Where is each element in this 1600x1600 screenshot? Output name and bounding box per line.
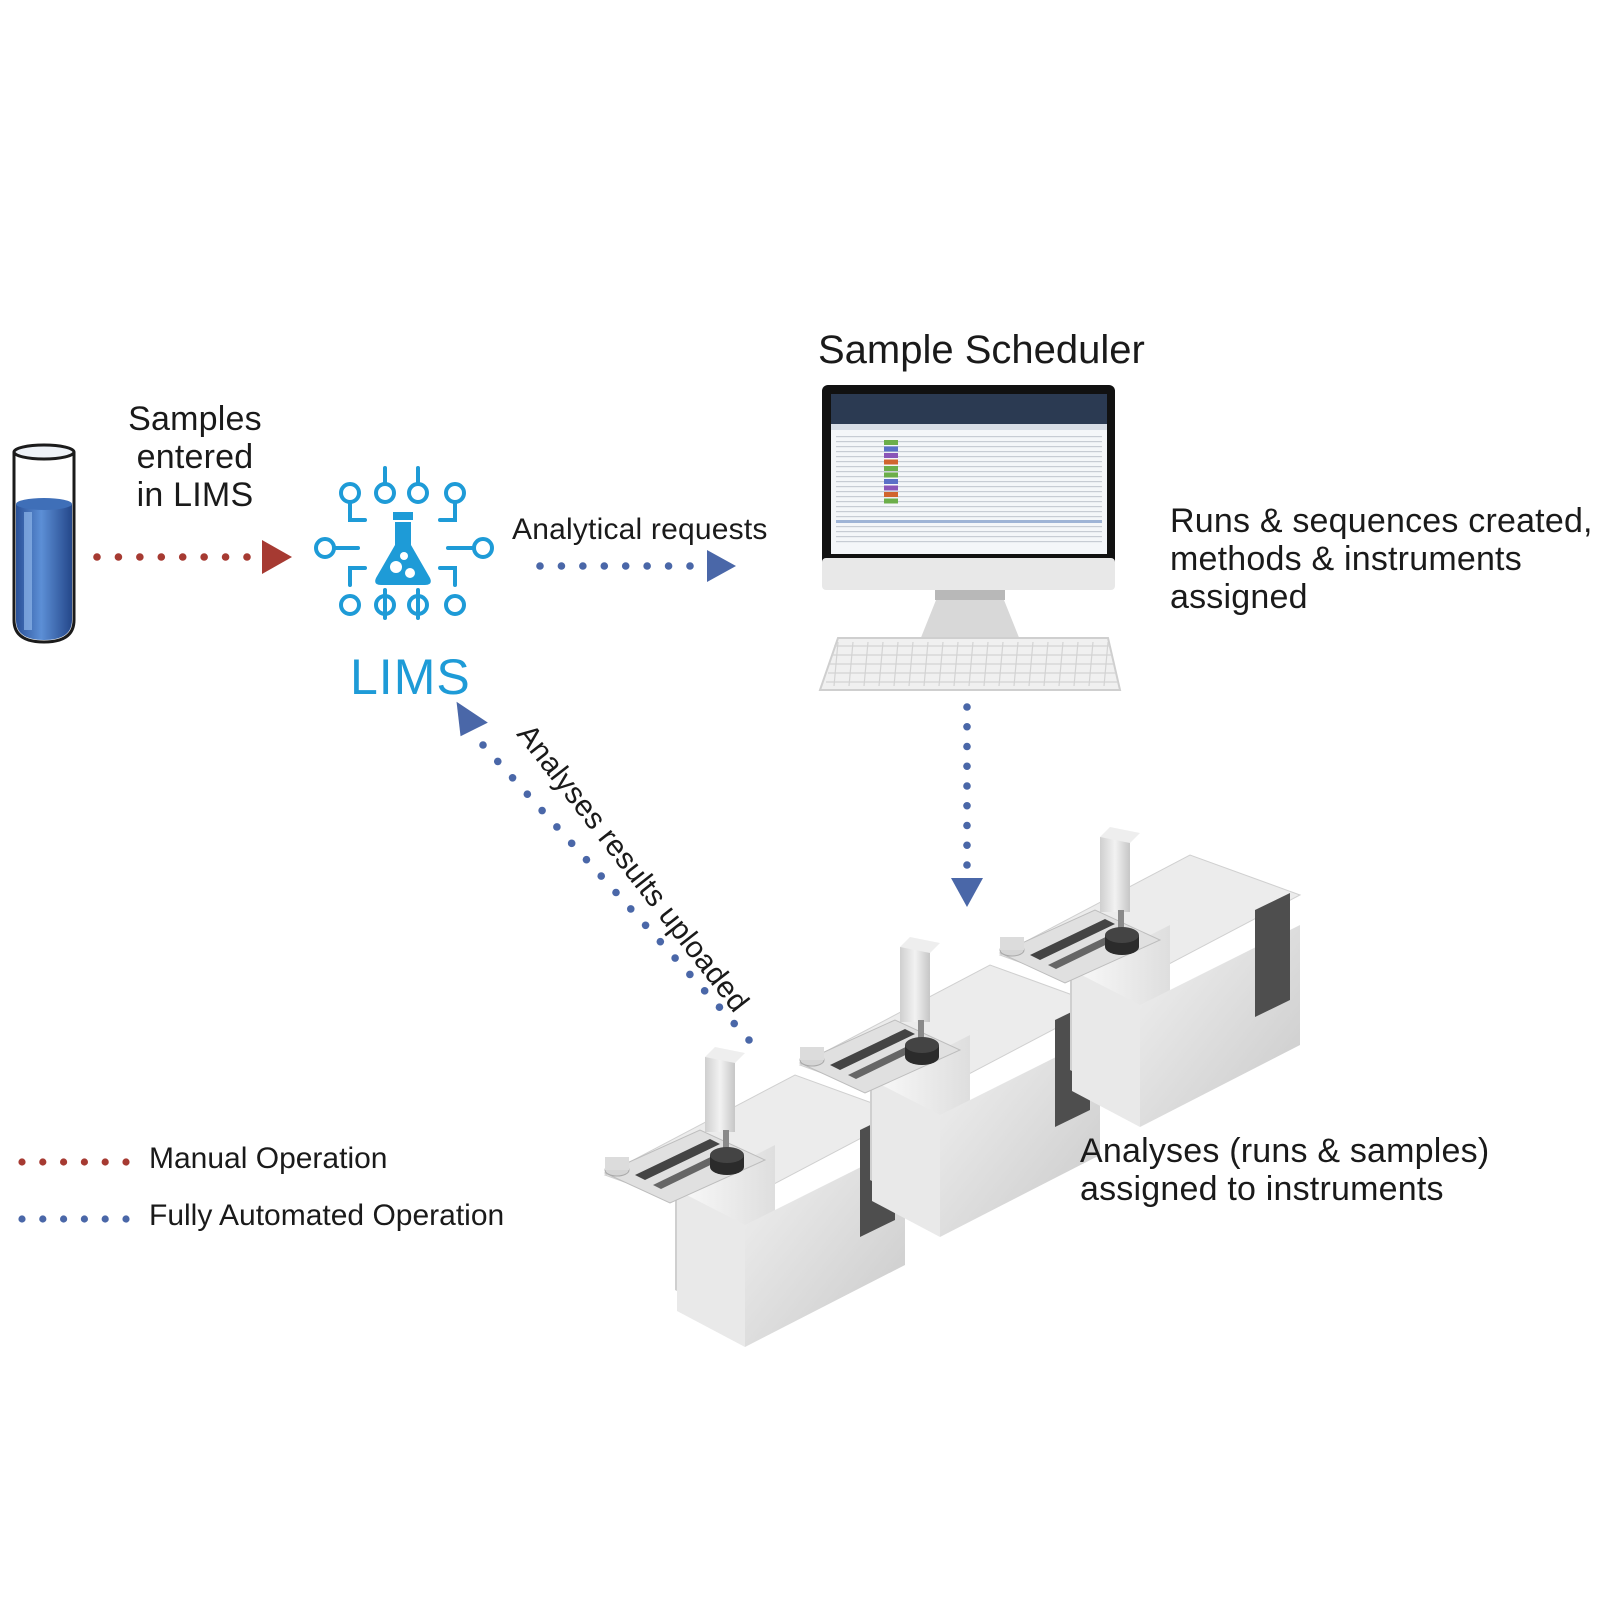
runs-line-3: assigned xyxy=(1170,578,1308,616)
legend-automated-dots xyxy=(18,1215,130,1223)
samples-entered-label: Samples entered in LIMS xyxy=(120,400,270,514)
analyses-note: Analyses (runs & samples) assigned to in… xyxy=(1080,1132,1489,1208)
lab-instrument-icon xyxy=(603,1047,907,1347)
scheduler-to-instruments-arrow xyxy=(951,703,983,907)
analyses-line-1: Analyses (runs & samples) xyxy=(1080,1132,1490,1170)
flask-circuit-icon xyxy=(314,466,494,620)
samples-line-2: entered xyxy=(136,438,254,476)
runs-note: Runs & sequences created, methods & inst… xyxy=(1170,502,1593,616)
legend-manual: Manual Operation xyxy=(18,1142,387,1176)
flask-icon xyxy=(375,522,431,585)
samples-line-3: in LIMS xyxy=(136,476,254,514)
lims-label: LIMS xyxy=(350,649,471,705)
runs-line-1: Runs & sequences created, xyxy=(1170,502,1593,540)
lab-instrument-icon xyxy=(998,827,1302,1127)
sample-tube-icon xyxy=(12,443,76,644)
samples-line-1: Samples xyxy=(128,400,262,438)
sample-scheduler-title: Sample Scheduler xyxy=(818,328,1145,372)
legend-automated: Fully Automated Operation xyxy=(18,1199,504,1233)
analytical-requests-label: Analytical requests xyxy=(512,513,768,546)
legend-automated-label: Fully Automated Operation xyxy=(149,1199,505,1232)
lab-instrument-icon xyxy=(798,937,1102,1237)
analytical-requests-arrow xyxy=(536,550,736,582)
desktop-computer-icon xyxy=(818,385,1122,691)
runs-line-2: methods & instruments xyxy=(1170,540,1522,578)
legend-manual-dots xyxy=(18,1158,130,1166)
manual-arrow xyxy=(93,540,292,574)
instrument-group xyxy=(603,827,1302,1347)
legend-manual-label: Manual Operation xyxy=(149,1142,388,1175)
results-uploaded-arrow xyxy=(456,701,753,1044)
analyses-line-2: assigned to instruments xyxy=(1080,1170,1444,1208)
